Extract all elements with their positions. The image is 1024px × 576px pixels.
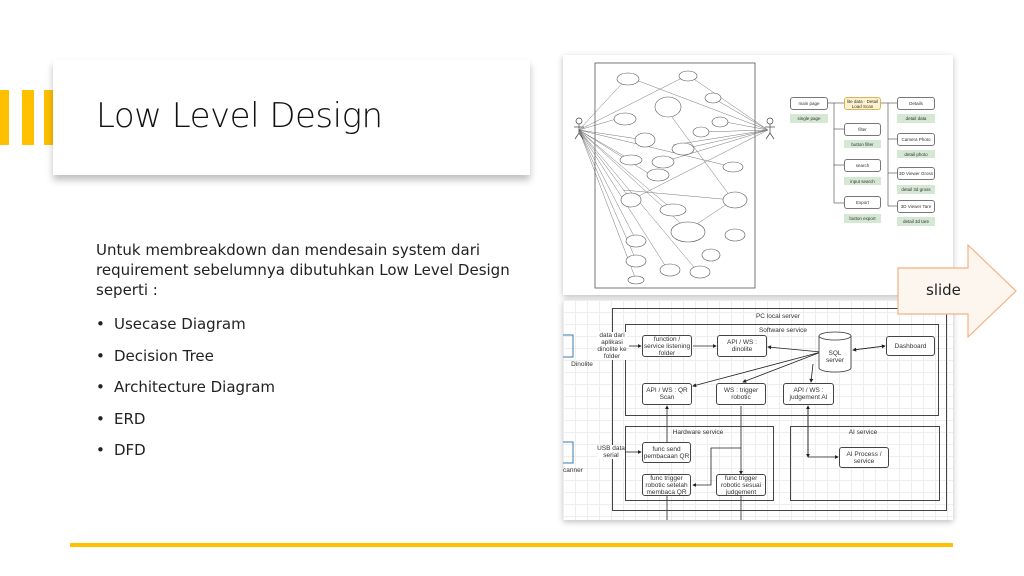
- bullet-item: DFD: [96, 440, 516, 472]
- pc-local-server-label: PC local server: [755, 313, 801, 320]
- sql-server-cylinder: [818, 331, 852, 373]
- dt-detail-photo: detail photo: [897, 150, 935, 158]
- bullet-item: Architecture Diagram: [96, 377, 516, 409]
- dt-3d-viewer-tare: 3D Viewer Tare: [897, 200, 935, 213]
- scanner-label: canner: [563, 467, 583, 474]
- software-service-frame: [625, 324, 939, 416]
- func-trigger-after-qr-box: func trigger robotic setelah membaca QR: [642, 474, 691, 496]
- ai-service-frame: [790, 426, 940, 501]
- bullet-list: Usecase Diagram Decision Tree Architectu…: [96, 314, 516, 472]
- dt-detail-3d-tare: detail 3d tare: [897, 217, 935, 226]
- dt-detail-3d-gross: detail 3d gross: [897, 185, 935, 194]
- dt-camera-photo: Camera Photo: [897, 133, 935, 146]
- bullet-item: Usecase Diagram: [96, 314, 516, 346]
- slide-body: Untuk membreakdown dan mendesain system …: [96, 240, 516, 472]
- ai-process-box: AI Process / service: [839, 447, 889, 468]
- usecase-decision-tree-image: main page single page lite data · Detail…: [563, 55, 953, 295]
- func-trigger-judgement-box: func trigger robotic sesuai judgement: [716, 474, 766, 496]
- bullet-item: Decision Tree: [96, 346, 516, 378]
- api-qr-scan-box: API / WS : QR Scan: [642, 383, 692, 405]
- dt-button-export: button export: [844, 214, 881, 223]
- dt-export: Export: [844, 196, 881, 209]
- dt-details: Details: [897, 97, 935, 110]
- dt-filter: filter: [844, 123, 881, 136]
- dt-button-filter: button filter: [844, 140, 881, 148]
- dinolite-label: Dinolite: [571, 361, 593, 368]
- next-slide-arrow[interactable]: [895, 243, 1021, 339]
- api-judgement-ai-box: API / WS : judgement AI: [783, 383, 834, 405]
- func-send-qr-box: func send pembacaan QR: [642, 442, 691, 463]
- dashboard-box: Dashboard: [886, 336, 935, 356]
- bullet-item: ERD: [96, 409, 516, 441]
- sql-server-label: SQL server: [825, 350, 845, 364]
- dt-input-search: input search: [844, 177, 881, 185]
- architecture-connectors: [563, 331, 886, 520]
- dt-3d-viewer-gross: 3D Viewer Gross: [897, 167, 935, 180]
- dt-list-data: lite data · Detail Load Scan: [844, 97, 881, 110]
- dt-main-page: main page: [790, 97, 828, 110]
- usb-note: USB data serial: [597, 445, 625, 459]
- ws-trigger-robotic-box: WS : trigger robotic: [716, 383, 766, 405]
- pc-local-server-frame: [612, 308, 947, 511]
- dt-single-page: single page: [790, 114, 828, 123]
- dt-detail-data: detail data: [897, 114, 935, 123]
- software-service-label: Software service: [758, 327, 808, 334]
- next-slide-label[interactable]: slide: [926, 281, 961, 299]
- architecture-diagram-image: PC local server Software service Hardwar…: [563, 300, 953, 520]
- title-card: Low Level Design: [53, 60, 530, 175]
- accent-bar: [22, 90, 34, 145]
- ai-service-label: AI service: [848, 429, 878, 436]
- api-dinolite-box: API / WS : dinolite: [717, 335, 767, 357]
- decision-tree: main page single page lite data · Detail…: [780, 85, 953, 235]
- hardware-service-label: Hardware service: [672, 429, 724, 436]
- usecase-diagram: [574, 62, 775, 289]
- accent-bar: [44, 90, 54, 145]
- intro-text: Untuk membreakdown dan mendesain system …: [96, 241, 510, 299]
- accent-bar: [0, 90, 9, 145]
- listening-folder-box: function / service listening folder: [642, 335, 692, 357]
- slide-title: Low Level Design: [96, 96, 383, 136]
- footer-accent-line: [70, 543, 953, 547]
- dinolite-note: data dari aplikasi dinolite ke folder: [597, 332, 627, 360]
- hardware-service-frame: [625, 426, 774, 501]
- dt-search: search: [844, 159, 881, 172]
- decision-tree-connectors: [828, 102, 897, 207]
